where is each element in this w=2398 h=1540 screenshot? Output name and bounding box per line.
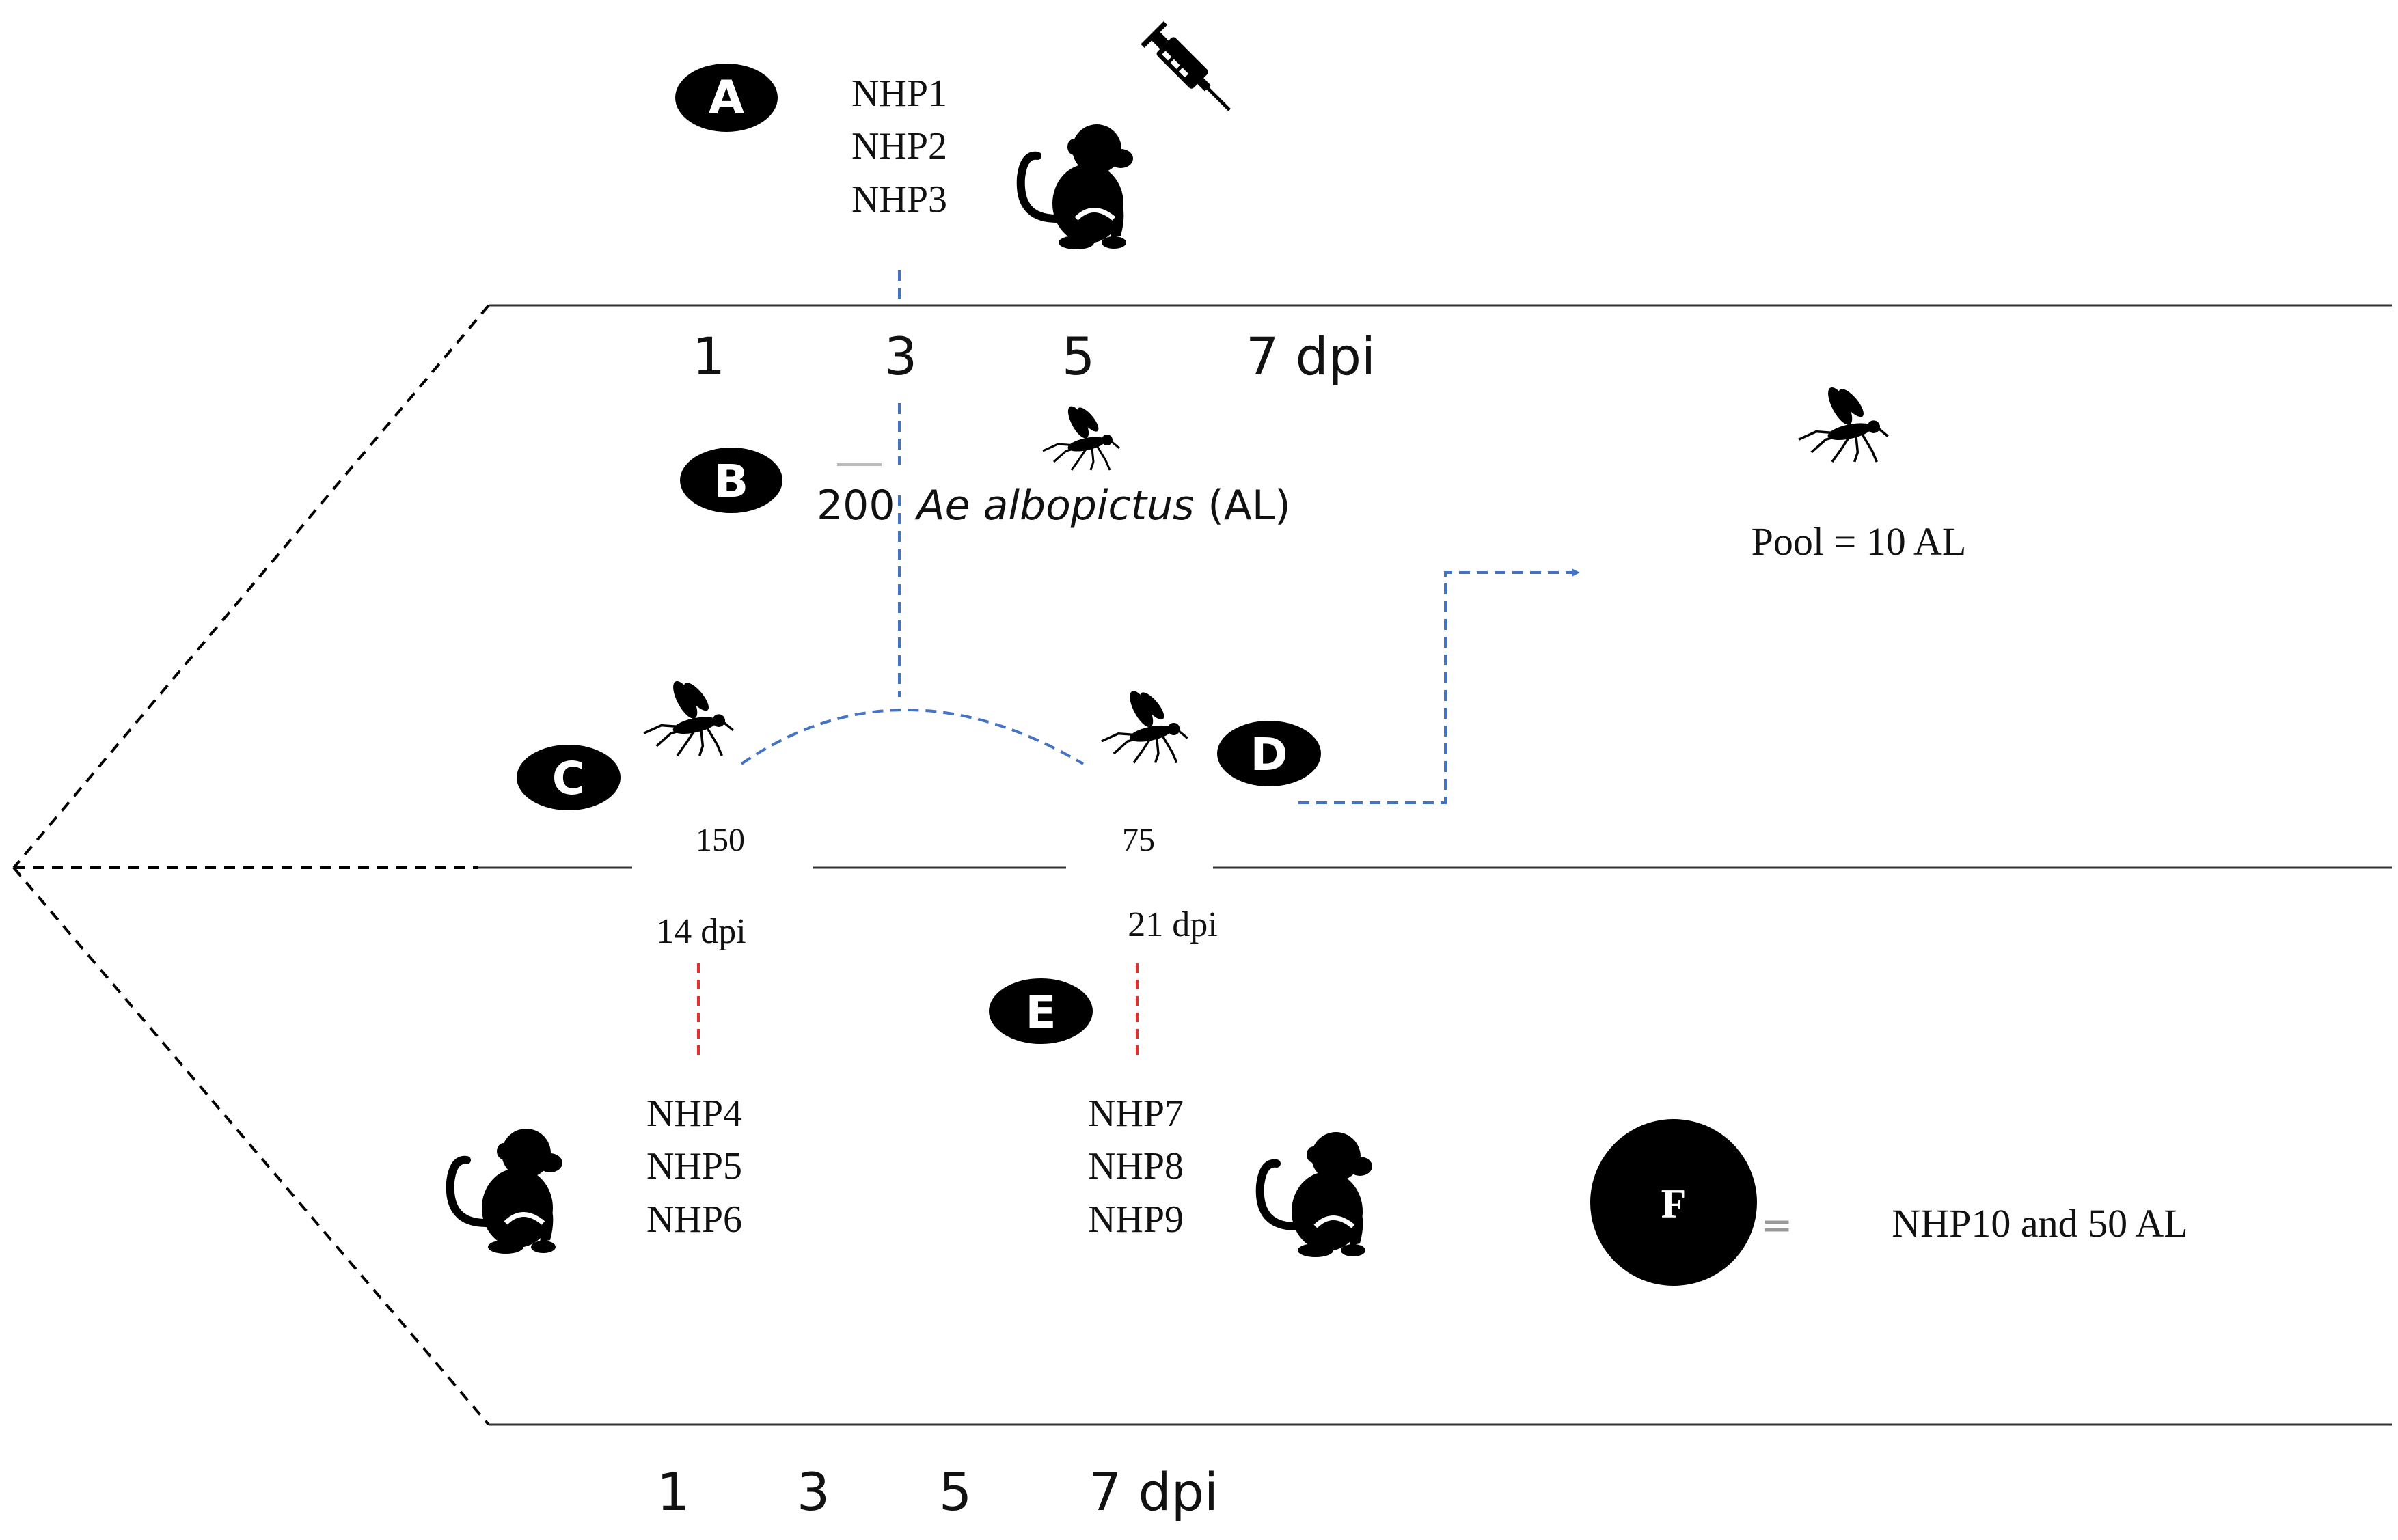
step-c-mosquito-icon <box>642 676 735 757</box>
group-c-animal-1: NHP4 <box>646 1092 742 1135</box>
bracket-chevron <box>12 304 490 1426</box>
group-c-animal-2: NHP5 <box>646 1145 742 1187</box>
bottom-tick-3: 3 <box>797 1461 830 1522</box>
svg-text:B: B <box>714 455 748 508</box>
group-d-animal-2: NHP8 <box>1088 1145 1184 1187</box>
group-c-animal-3: NHP6 <box>646 1198 742 1241</box>
step-d-day: 21 dpi <box>1128 905 1217 944</box>
bottom-tick-5: 5 <box>939 1461 972 1522</box>
step-a-animal-2: NHP2 <box>851 125 947 167</box>
step-c-day: 14 dpi <box>656 912 746 951</box>
step-f-label: NHP10 and 50 AL <box>1892 1201 2188 1246</box>
monkey-icon <box>1021 124 1133 249</box>
step-a-animal-1: NHP1 <box>851 72 947 115</box>
group-d-monkey-icon <box>1260 1132 1372 1257</box>
top-tick-3: 3 <box>884 326 917 387</box>
step-a-badge: A <box>675 64 778 132</box>
svg-text:D: D <box>1251 728 1288 781</box>
step-f-equals: = <box>1761 1203 1793 1248</box>
svg-text:F: F <box>1661 1181 1687 1226</box>
bottom-tick-1: 1 <box>657 1461 690 1522</box>
step-b-badge: B <box>680 448 782 513</box>
step-d-count: 75 <box>1122 822 1155 858</box>
step-d-badge: D <box>1217 721 1321 786</box>
group-d-animal-3: NHP9 <box>1088 1198 1184 1241</box>
syringe-icon <box>1141 21 1241 122</box>
mosquito-icon <box>1041 403 1121 471</box>
svg-text:E: E <box>1025 986 1056 1039</box>
group-d-animal-1: NHP7 <box>1088 1092 1184 1135</box>
svg-text:C: C <box>552 752 585 805</box>
group-c-monkey-icon <box>450 1129 562 1254</box>
step-c-badge: C <box>517 745 621 810</box>
step-a-animal-3: NHP3 <box>851 178 947 221</box>
svg-text:A: A <box>709 71 745 125</box>
step-f-badge: F <box>1590 1119 1757 1286</box>
pool-label: Pool = 10 AL <box>1752 519 1967 564</box>
top-tick-1: 1 <box>692 326 725 387</box>
pool-mosquito-icon <box>1797 383 1890 463</box>
blue-connectors <box>740 270 1580 804</box>
step-c-count: 150 <box>696 822 745 858</box>
top-tick-5: 5 <box>1062 326 1095 387</box>
top-tick-7dpi: 7 dpi <box>1246 326 1376 387</box>
step-d-mosquito-icon <box>1100 687 1189 765</box>
bottom-tick-7dpi: 7 dpi <box>1089 1461 1218 1522</box>
step-e-badge: E <box>989 978 1093 1044</box>
